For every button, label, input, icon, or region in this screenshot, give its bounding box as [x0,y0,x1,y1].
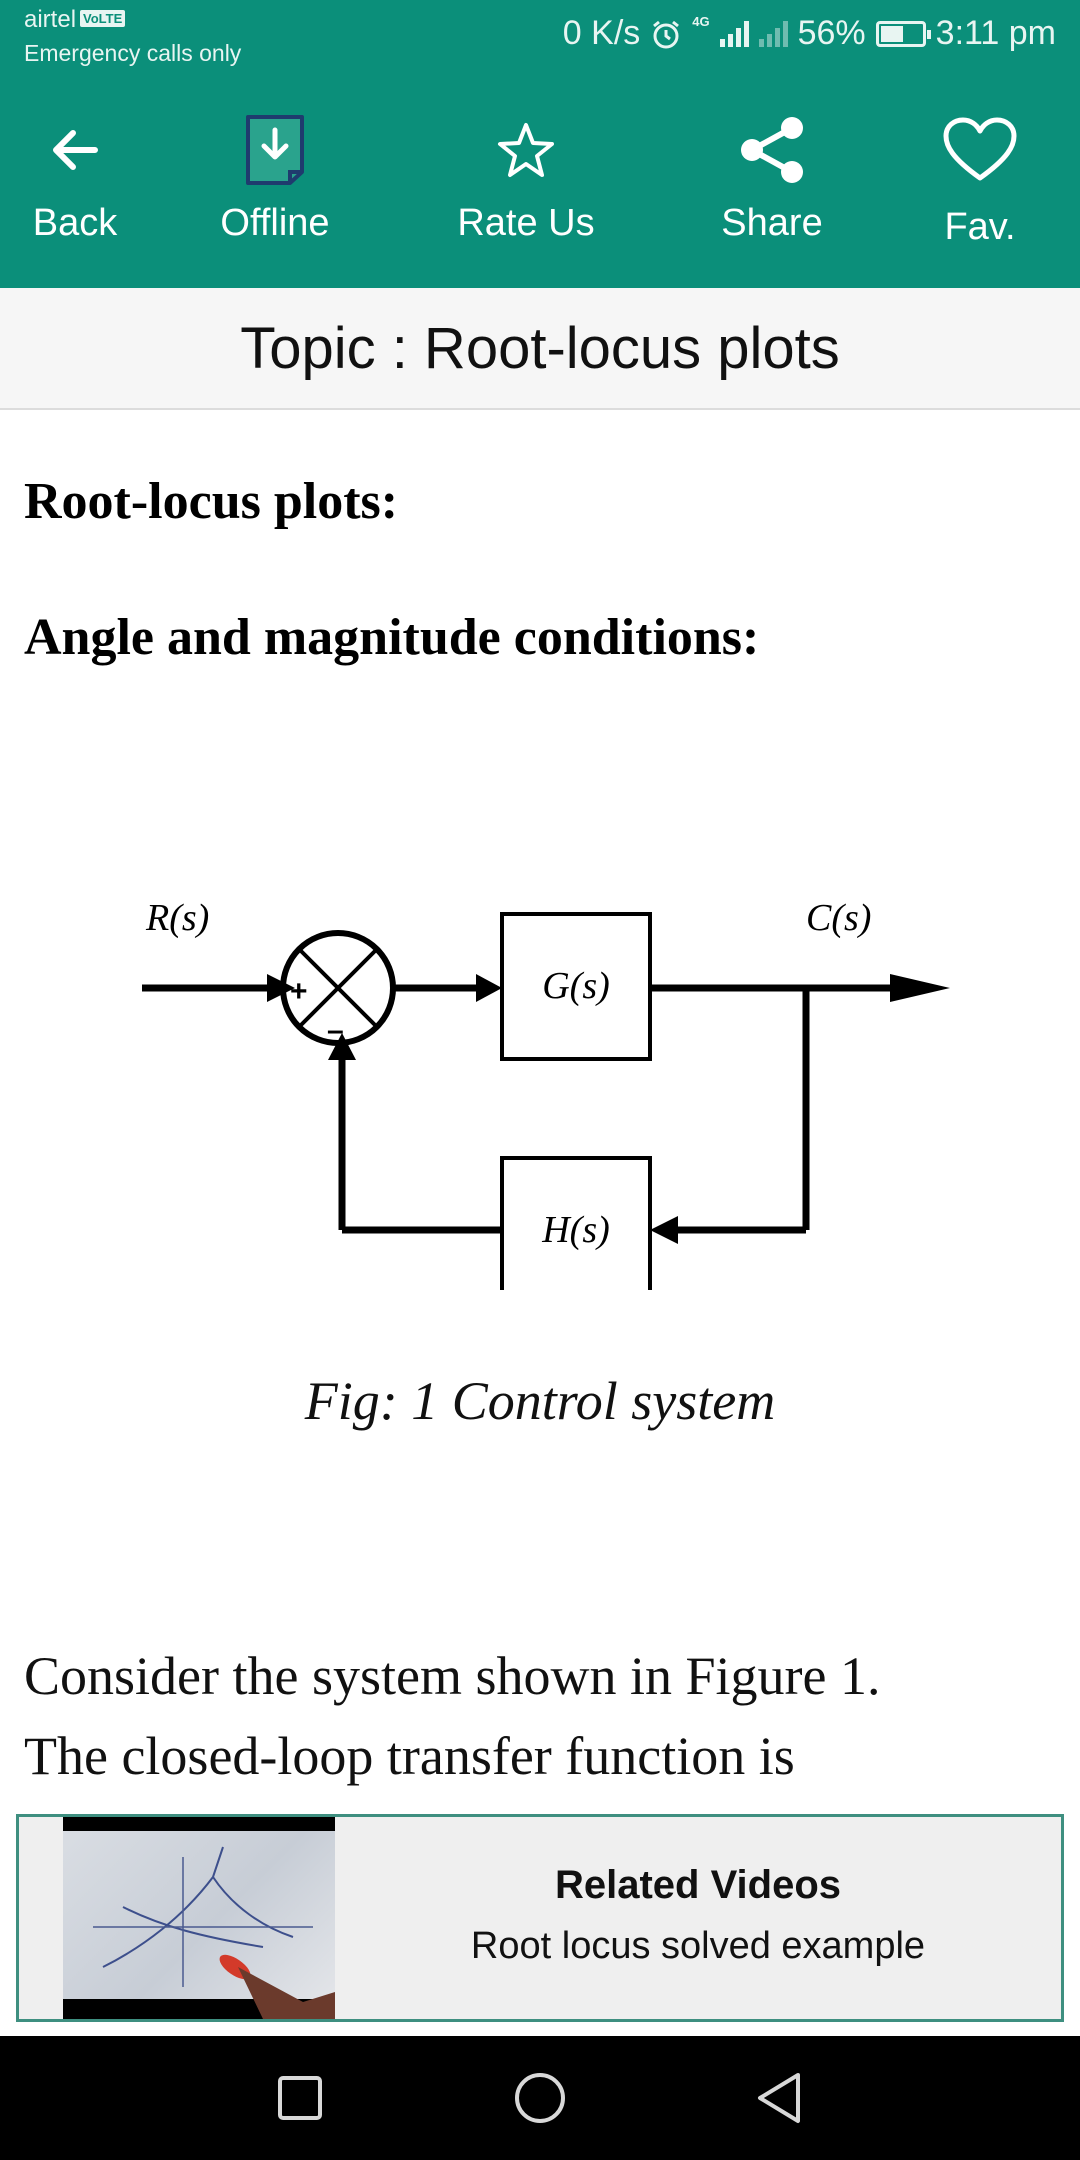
minus-sign: – [327,1014,344,1047]
share-icon [672,114,872,186]
arrow-head [890,974,950,1002]
square-icon [278,2076,322,2120]
label-feedback: H(s) [541,1209,610,1251]
control-system-diagram: R(s) C(s) G(s) H(s) + – [142,897,950,1290]
offline-button[interactable]: Offline [175,72,375,288]
video-thumbnail[interactable] [63,1817,335,2019]
arrow-head [476,974,502,1002]
toolbar: Back Offline Rate Us Share Fav. [0,72,1080,288]
emergency-text: Emergency calls only [24,40,242,66]
download-icon [175,114,375,186]
battery-icon [875,20,931,47]
back-nav-button[interactable] [742,2060,818,2136]
favourite-button[interactable]: Fav. [880,72,1080,288]
arrow-head [267,974,295,1002]
share-button[interactable]: Share [672,72,872,288]
recents-button[interactable] [262,2060,338,2136]
heading-root-locus: Root-locus plots: [24,473,399,530]
clock: 3:11 pm [935,14,1056,52]
related-videos-title: Related Videos [554,1863,842,1907]
paragraph-line-2: The closed-loop transfer function is [24,1726,795,1786]
figure-caption: Fig: 1 Control system [304,1371,776,1431]
heading-angle-magnitude: Angle and magnitude conditions: [24,609,760,666]
topic-bar: Topic : Root-locus plots [0,288,1080,410]
navigation-bar [0,2036,1080,2160]
topic-title: Topic : Root-locus plots [240,315,840,381]
status-icons: 0 K/s 4G 56% 3:11 pm [563,14,1056,53]
triangle-back-icon [758,2073,800,2123]
related-videos-card[interactable]: Related Videos Root locus solved example [16,1814,1064,2022]
share-label: Share [721,202,823,244]
alarm-icon [653,20,680,48]
arrow-head [328,1033,356,1060]
favourite-label: Fav. [944,206,1016,248]
offline-label: Offline [220,202,330,244]
arrow-head [650,1216,678,1244]
back-button[interactable]: Back [0,72,175,288]
home-button[interactable] [502,2060,578,2136]
paragraph-line-1: Consider the system shown in Figure 1. [24,1646,881,1706]
label-input: R(s) [145,897,209,939]
net-speed: 0 K/s [562,14,641,52]
battery-percent: 56% [797,14,866,52]
label-output: C(s) [806,897,871,939]
rate-us-button[interactable]: Rate Us [426,72,626,288]
network-type: 4G [692,14,710,29]
star-icon [426,114,626,186]
plus-sign: + [290,975,308,1008]
heart-icon [880,114,1080,186]
related-video-name[interactable]: Root locus solved example [470,1925,926,1967]
circle-icon [515,2073,565,2123]
back-label: Back [32,202,118,244]
arrow-left-icon [0,114,175,186]
volte-badge: VoLTE [80,10,126,27]
signal-2-icon [758,20,788,47]
label-forward: G(s) [542,965,610,1007]
root-locus-sketch-icon [93,1846,335,2019]
rate-us-label: Rate Us [457,202,595,244]
signal-icon [719,20,749,47]
